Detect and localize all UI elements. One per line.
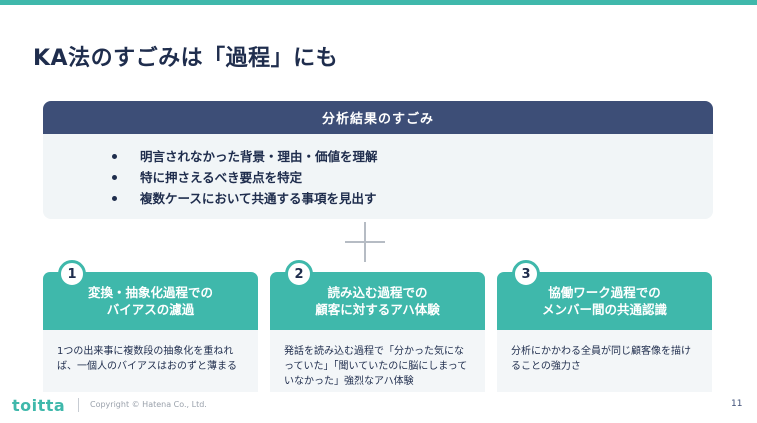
- card-body: 1つの出来事に複数段の抽象化を重ねれば、一個人のバイアスはおのずと薄まる: [43, 330, 258, 392]
- results-header: 分析結果のすごみ: [43, 101, 713, 134]
- card-body: 分析にかかわる全員が同じ顧客像を描けることの強力さ: [497, 330, 712, 392]
- results-item: 特に押さえるべき要点を特定: [43, 167, 713, 188]
- card-title-line: メンバー間の共通認識: [541, 302, 667, 317]
- bullet-icon: [112, 175, 117, 180]
- results-item: 複数ケースにおいて共通する事項を見出す: [43, 188, 713, 209]
- card-title-line: 読み込む過程での: [327, 285, 428, 300]
- results-list: 明言されなかった背景・理由・価値を理解 特に押さえるべき要点を特定 複数ケースに…: [43, 134, 713, 209]
- results-item: 明言されなかった背景・理由・価値を理解: [43, 146, 713, 167]
- process-card-3: 3 協働ワーク過程での メンバー間の共通認識 分析にかかわる全員が同じ顧客像を描…: [497, 260, 712, 392]
- top-accent-bar: [0, 0, 757, 5]
- card-title-line: バイアスの濾過: [106, 302, 195, 317]
- process-card-2: 2 読み込む過程での 顧客に対するアハ体験 発話を読み込む過程で「分かった気にな…: [270, 260, 485, 392]
- card-title-line: 協働ワーク過程での: [548, 285, 661, 300]
- page-number: 11: [731, 399, 743, 409]
- copyright-text: Copyright © Hatena Co., Ltd.: [90, 400, 207, 409]
- slide-title: KA法のすごみは「過程」にも: [33, 46, 339, 71]
- number-badge-1: 1: [58, 260, 86, 288]
- number-badge-2: 2: [285, 260, 313, 288]
- card-title-line: 変換・抽象化過程での: [87, 285, 213, 300]
- process-card-1: 1 変換・抽象化過程での バイアスの濾過 1つの出来事に複数段の抽象化を重ねれば…: [43, 260, 258, 392]
- results-item-text: 特に押さえるべき要点を特定: [140, 170, 303, 185]
- plus-icon: [345, 222, 385, 262]
- number-badge-3: 3: [512, 260, 540, 288]
- results-item-text: 明言されなかった背景・理由・価値を理解: [140, 149, 378, 164]
- bullet-icon: [112, 196, 117, 201]
- card-header: 変換・抽象化過程での バイアスの濾過: [43, 272, 258, 330]
- card-title-line: 顧客に対するアハ体験: [315, 302, 440, 317]
- footer-divider: [78, 398, 79, 412]
- results-panel: 分析結果のすごみ 明言されなかった背景・理由・価値を理解 特に押さえるべき要点を…: [43, 101, 713, 219]
- toitta-logo: toitta: [12, 396, 66, 415]
- bullet-icon: [112, 154, 117, 159]
- results-item-text: 複数ケースにおいて共通する事項を見出す: [140, 191, 377, 206]
- card-body: 発話を読み込む過程で「分かった気になっていた」「聞いていたのに脳にしまっていなか…: [270, 330, 485, 392]
